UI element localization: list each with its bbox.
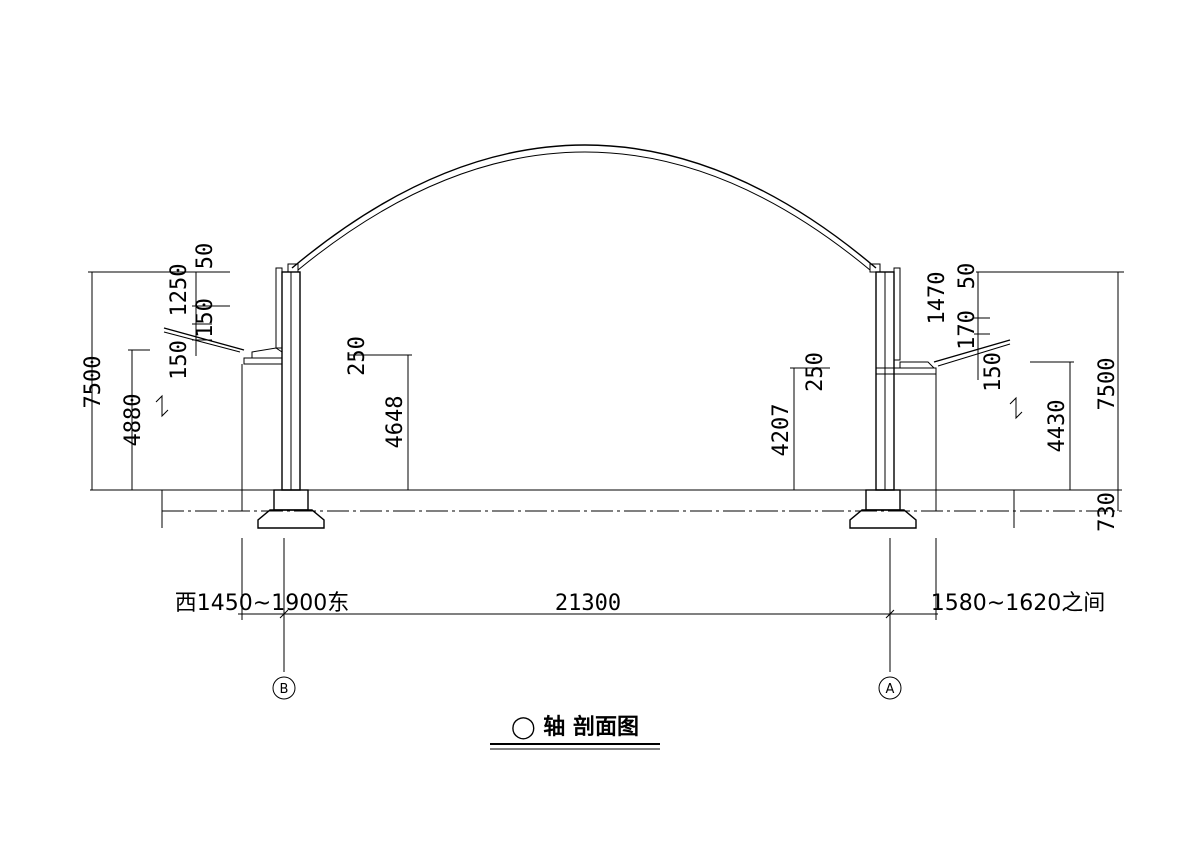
left-eave-height: 4880 bbox=[121, 394, 146, 447]
arch-roof bbox=[287, 144, 881, 273]
left-column bbox=[257, 267, 325, 529]
left-dim-1: 1250 bbox=[167, 264, 192, 317]
right-total-height: 7500 bbox=[1095, 358, 1120, 411]
right-width-note: 1580~1620之间 bbox=[931, 591, 1105, 616]
right-canopy bbox=[875, 339, 1011, 511]
span-dimension-lines bbox=[238, 538, 938, 672]
right-dim-4: 150 bbox=[981, 352, 1006, 392]
center-dimension-lines bbox=[348, 354, 830, 490]
center-right-small: 250 bbox=[803, 352, 828, 392]
left-width-note: 西1450~1900东 bbox=[175, 591, 349, 616]
left-dim-4: 150 bbox=[167, 340, 192, 380]
right-base-height: 730 bbox=[1095, 492, 1120, 532]
right-dim-2: 50 bbox=[955, 263, 980, 290]
axis-bubble-b: B bbox=[272, 676, 296, 700]
right-dimension-lines bbox=[974, 271, 1124, 511]
ground-lines bbox=[90, 489, 1122, 528]
center-right-height: 4207 bbox=[769, 404, 794, 457]
center-left-height: 4648 bbox=[383, 396, 408, 449]
right-eave-height: 4430 bbox=[1045, 400, 1070, 453]
axis-bubble-a: A bbox=[878, 676, 902, 700]
right-dim-3: 170 bbox=[955, 310, 980, 350]
right-column bbox=[849, 267, 917, 529]
left-total-height: 7500 bbox=[81, 356, 106, 409]
left-canopy bbox=[163, 327, 283, 511]
span-length: 21300 bbox=[555, 591, 621, 616]
right-dim-1: 1470 bbox=[925, 272, 950, 325]
drawing-title: ◯ 轴 剖面图 bbox=[511, 714, 639, 740]
center-left-small: 250 bbox=[345, 336, 370, 376]
left-dimension-lines bbox=[88, 271, 230, 490]
left-dim-3: 150 bbox=[193, 298, 218, 338]
left-dim-2: 50 bbox=[193, 243, 218, 270]
axis-label-a: A bbox=[886, 682, 895, 697]
axis-label-b: B bbox=[280, 682, 289, 697]
